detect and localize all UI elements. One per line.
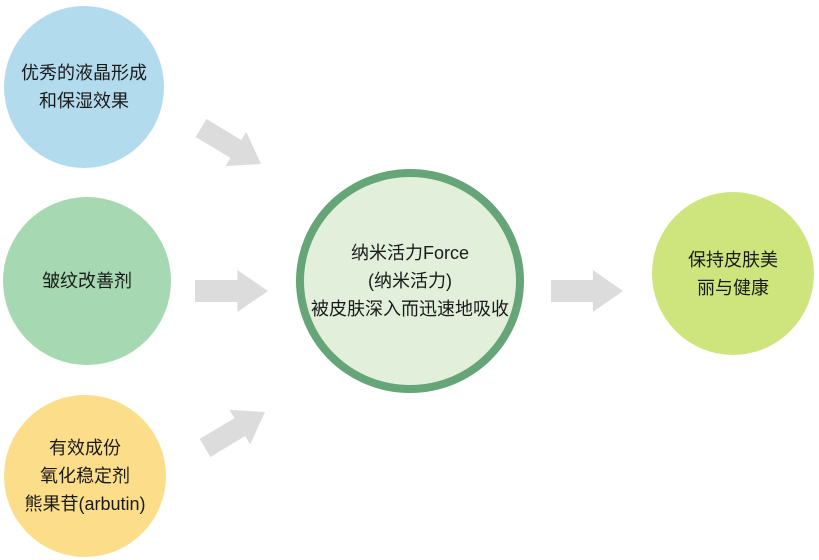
arrow-up-right-icon [195,395,276,465]
node-label-line: 有效成份 [49,438,121,458]
arrow-down-right-icon [191,111,272,181]
node-label-line: 纳米活力Force [350,243,469,263]
node-ingredients-label: 有效成份 氧化稳定剂 熊果苷(arbutin) [24,434,145,518]
node-label-line: 优秀的液晶形成 [21,63,147,83]
node-liquid-crystal-label: 优秀的液晶形成 和保湿效果 [21,59,147,115]
node-nano-force: 纳米活力Force (纳米活力) 被皮肤深入而迅速地吸收 [296,169,524,393]
arrow-right-icon [195,270,268,312]
node-label-line: 丽与健康 [697,277,769,298]
node-label-line: 皱纹改善剂 [42,271,132,291]
node-wrinkle-label: 皱纹改善剂 [42,267,132,295]
node-label-line: 保持皮肤美 [688,249,778,270]
node-label-line: 和保湿效果 [39,91,129,111]
node-ingredients: 有效成份 氧化稳定剂 熊果苷(arbutin) [4,395,166,557]
node-result: 保持皮肤美 丽与健康 [652,192,814,355]
node-liquid-crystal: 优秀的液晶形成 和保湿效果 [4,6,164,168]
node-wrinkle: 皱纹改善剂 [3,197,171,365]
node-label-line: (纳米活力) [368,271,452,291]
node-label-line: 氧化稳定剂 [40,466,130,486]
node-nano-force-label: 纳米活力Force (纳米活力) 被皮肤深入而迅速地吸收 [311,239,509,323]
node-label-line: 熊果苷(arbutin) [24,494,146,514]
node-result-label: 保持皮肤美 丽与健康 [688,246,778,302]
node-label-line: 被皮肤深入而迅速地吸收 [311,299,509,319]
arrow-right-icon [551,270,623,312]
